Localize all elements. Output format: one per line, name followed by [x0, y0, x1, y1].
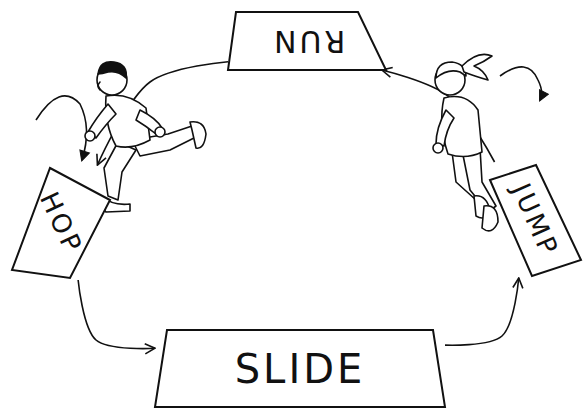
- activity-sign: JUMP: [488, 162, 583, 278]
- activity-sign: SLIDE: [155, 330, 445, 407]
- sign-label: RUN: [271, 26, 345, 56]
- activity-sign: HOP: [10, 165, 112, 280]
- boy-hair: [98, 62, 126, 78]
- flow-arrow: [445, 278, 519, 345]
- sign-border: [12, 168, 110, 278]
- girl-hand: [433, 143, 443, 153]
- sign-label: SLIDE: [235, 349, 366, 389]
- activity-sign: RUN: [228, 12, 388, 70]
- boy-front-leg: [104, 142, 136, 200]
- sign-border: [228, 12, 386, 70]
- boy-ear: [98, 82, 100, 90]
- boy-shoe: [190, 122, 206, 148]
- flow-arrow: [78, 280, 155, 349]
- girl-arm: [436, 110, 454, 146]
- motion-arrow: [500, 67, 542, 100]
- boy-hand: [85, 131, 95, 141]
- sign-border: [155, 330, 445, 407]
- girl-ponytail: [462, 54, 492, 80]
- girl-hair: [436, 62, 466, 78]
- jumping-girl: [433, 54, 498, 231]
- running-boy: [85, 62, 206, 212]
- boy-hand: [155, 127, 165, 137]
- girl-shoe: [482, 206, 498, 231]
- motion-arrow: [36, 96, 87, 160]
- sign-border: [490, 165, 581, 276]
